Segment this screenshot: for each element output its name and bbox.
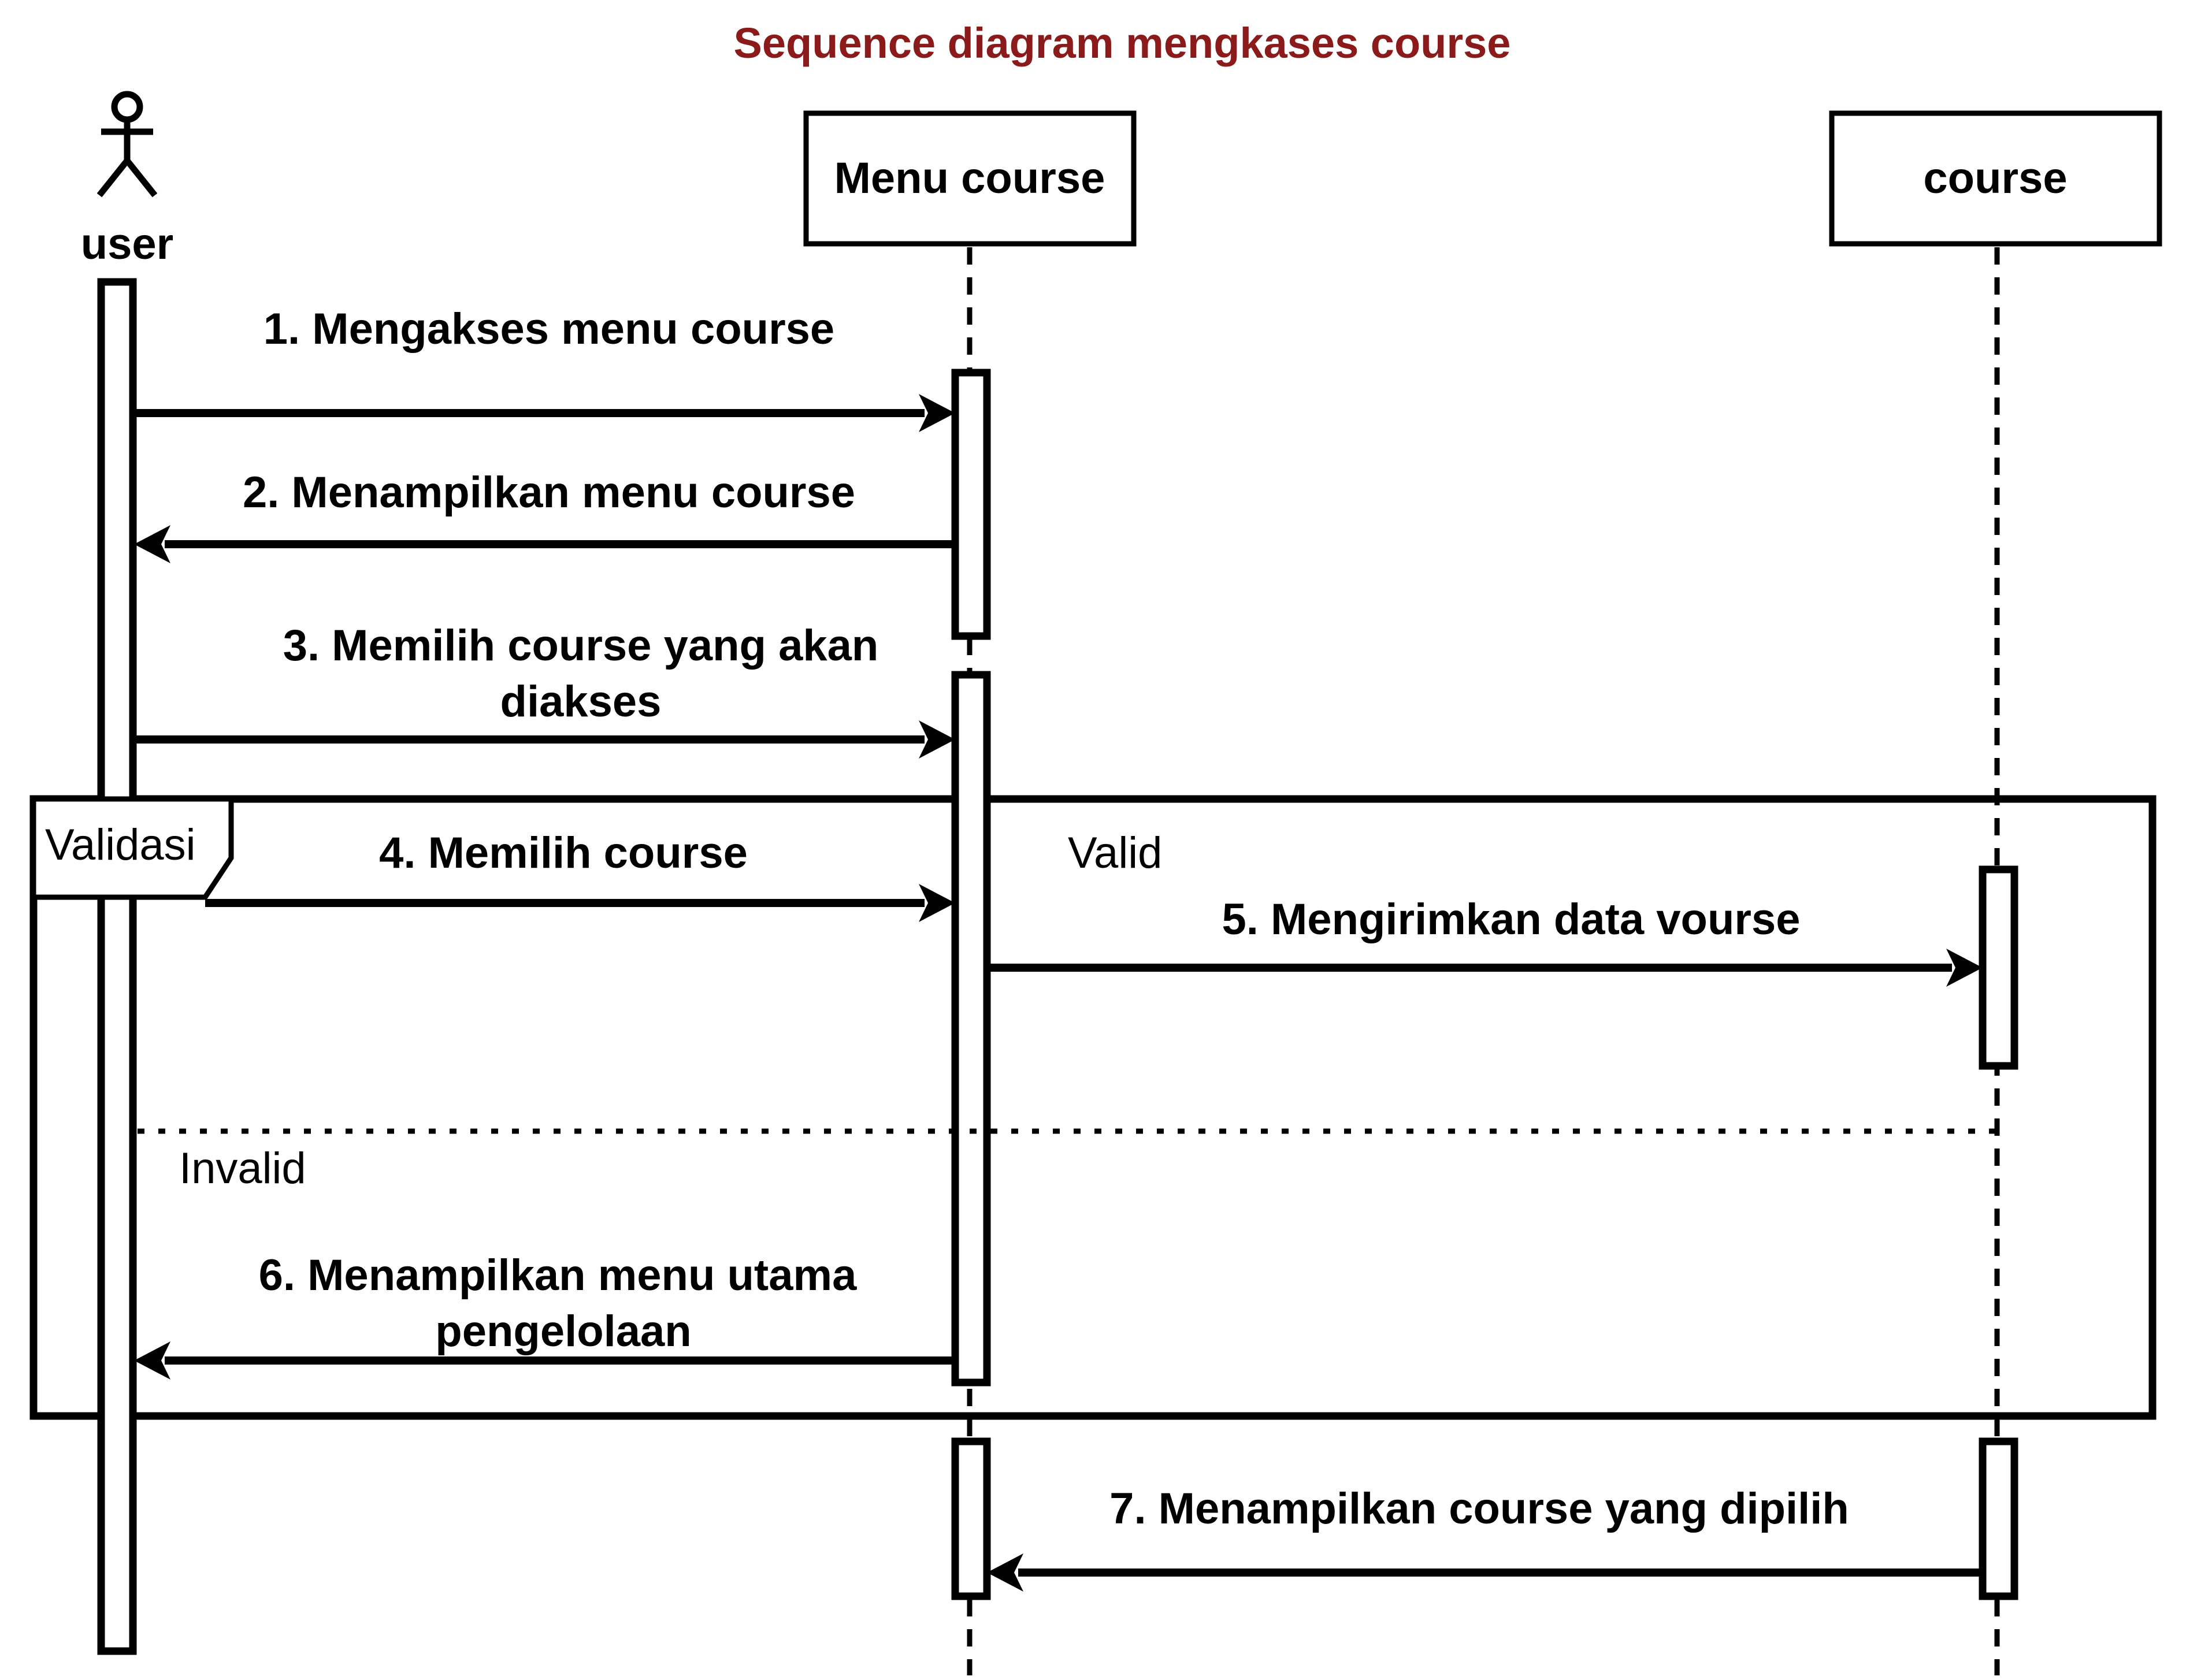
user-label: user <box>81 220 174 269</box>
message-6-arrowhead <box>134 1341 170 1380</box>
message-3-arrowhead <box>919 720 955 759</box>
message-3-label-line-2: diakses <box>500 677 662 726</box>
user-actor <box>97 91 158 198</box>
course-label: course <box>1923 154 2067 203</box>
message-7-arrowhead <box>987 1553 1023 1592</box>
message-6-label-line-2: pengelolaan <box>435 1307 691 1356</box>
message-2-label: 2. Menampilkan menu course <box>243 468 855 517</box>
validasi-fragment-frame <box>29 795 2157 1420</box>
menu-course-activation-1 <box>951 369 991 640</box>
message-3-label-line-1: 3. Memilih course yang akan <box>283 621 879 670</box>
user-activation <box>97 278 137 1655</box>
menu-course-activation-2 <box>951 671 991 1387</box>
course-activation-2 <box>1979 1437 2018 1600</box>
message-5-label: 5. Mengirimkan data vourse <box>1222 895 1801 944</box>
invalid-guard-label: Invalid <box>179 1144 306 1193</box>
message-2-arrowhead <box>134 525 170 563</box>
diagram-title: Sequence diagram mengkases course <box>734 19 1511 67</box>
menu-course-label: Menu course <box>834 154 1105 203</box>
validasi-fragment-tab <box>31 796 234 900</box>
menu-course-activation-3 <box>951 1437 991 1600</box>
menu-course-box <box>803 110 1137 247</box>
message-7-label: 7. Menampilkan course yang dipilih <box>1109 1484 1849 1533</box>
message-5-arrowhead <box>1946 949 1983 987</box>
actor-right-leg <box>124 158 158 198</box>
actor-left-leg <box>97 158 130 198</box>
message-1-label: 1. Mengakses menu course <box>263 304 834 354</box>
message-1-arrowhead <box>919 394 955 432</box>
message-4-arrowhead <box>919 884 955 922</box>
course-activation-1 <box>1979 865 2018 1070</box>
actor-head <box>111 91 143 123</box>
course-box <box>1829 110 2162 247</box>
valid-guard-label: Valid <box>1068 828 1162 878</box>
validasi-fragment-label: Validasi <box>45 820 196 869</box>
message-6-label-line-1: 6. Menampilkan menu utama <box>259 1251 857 1300</box>
message-4-label: 4. Memilih course <box>379 828 748 878</box>
